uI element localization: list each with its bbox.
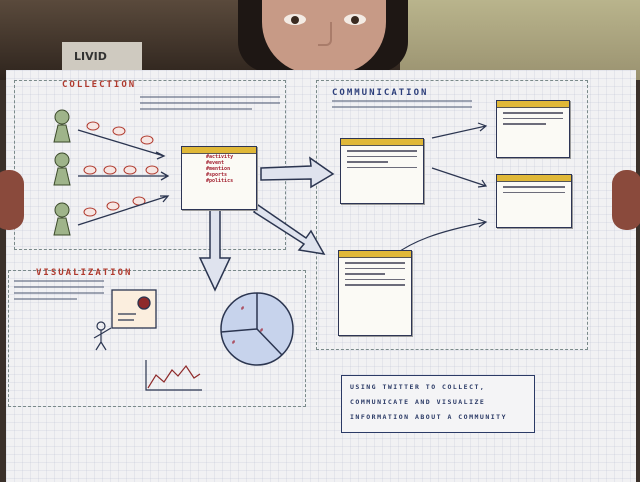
visualization-note — [14, 278, 104, 304]
communication-section — [316, 80, 588, 350]
person-figure-1 — [53, 109, 71, 143]
right-eye — [344, 14, 366, 25]
collected-tweets-card: #activity #event #mention #sports #polit… — [181, 146, 257, 210]
poster-drawings: # # # — [53, 109, 488, 391]
pie-chart — [220, 292, 294, 366]
person-face — [262, 0, 386, 74]
visualization-heading: VISUALIZATION — [36, 268, 133, 278]
tweet-bubbles-1 — [86, 121, 154, 145]
card-word-4: #sports — [206, 172, 228, 178]
card-word-1: #activity — [206, 154, 234, 160]
community-card-mid-right — [496, 174, 572, 228]
person-figure-2 — [53, 152, 71, 186]
shelf-box: LIVID — [62, 42, 142, 72]
arrow-to-card — [252, 203, 326, 255]
card-word-3: #mention — [206, 166, 231, 172]
visualization-section — [8, 270, 306, 407]
tweet-bubbles-2 — [83, 165, 159, 175]
poster-caption-box: USING TWITTER TO COLLECT, COMMUNICATE AN… — [341, 375, 535, 433]
background-wall — [400, 0, 640, 80]
right-hand — [612, 170, 640, 230]
poster-board: COLLECTION COMMUNICATION VISUALIZATION — [6, 70, 636, 482]
left-eye — [284, 14, 306, 25]
pie-label-2: # — [260, 328, 263, 334]
tweet-bubbles-3 — [83, 196, 146, 217]
caption-line-3: INFORMATION ABOUT A COMMUNITY — [350, 413, 507, 421]
community-card-bottom — [338, 250, 412, 336]
line-graph — [145, 360, 202, 391]
collection-section — [14, 80, 286, 250]
card-word-2: #event — [206, 160, 225, 166]
caption-line-2: COMMUNICATE AND VISUALIZE — [350, 398, 486, 406]
arrow-to-communication — [260, 156, 335, 189]
community-card-main — [340, 138, 424, 204]
pie-label-1: # — [241, 306, 244, 312]
caption-line-1: USING TWITTER TO COLLECT, — [350, 383, 486, 391]
community-card-top-right — [496, 100, 570, 158]
left-hand — [0, 170, 24, 230]
presenter-figure — [93, 321, 112, 351]
communication-note — [332, 98, 472, 112]
arrow-to-pie — [198, 209, 232, 292]
collection-heading: COLLECTION — [62, 80, 137, 90]
person-figure-3 — [53, 202, 71, 236]
nose — [318, 22, 332, 46]
communication-heading: COMMUNICATION — [332, 88, 429, 98]
collection-note — [140, 94, 280, 114]
pie-label-3: # — [232, 340, 235, 346]
shelf-box-text: LIVID — [74, 50, 107, 63]
presentation-board — [111, 289, 157, 329]
card-word-5: #politics — [206, 178, 234, 184]
